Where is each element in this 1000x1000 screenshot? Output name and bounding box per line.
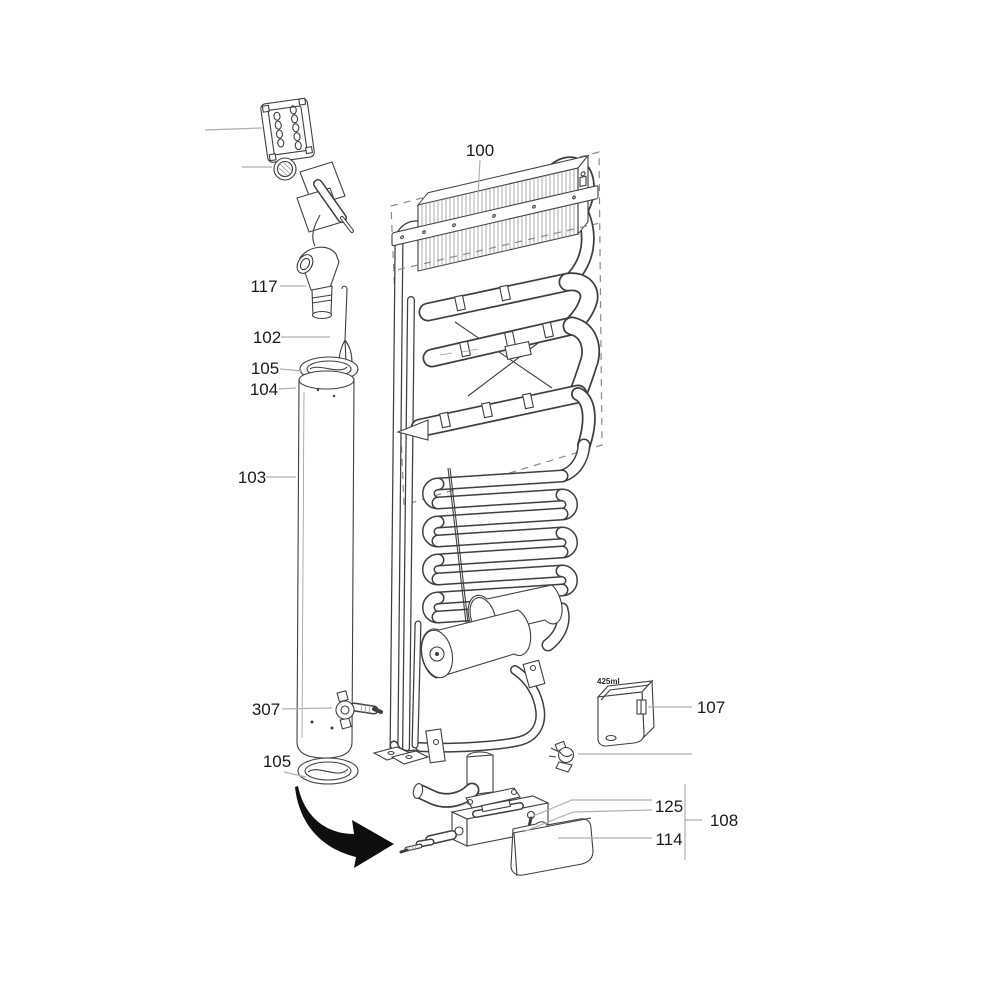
callout-105-bottom: 105 xyxy=(263,752,291,771)
direction-arrow xyxy=(295,786,394,868)
tank-vessels xyxy=(420,584,563,679)
lower-piping xyxy=(372,620,546,765)
terminal-plate xyxy=(204,97,315,163)
callout-117: 117 xyxy=(250,277,277,296)
callout-labels: 100 117 102 105 104 103 307 105 107 125 … xyxy=(238,141,738,849)
callout-104: 104 xyxy=(250,380,278,399)
callout-125: 125 xyxy=(655,797,683,816)
callout-108: 108 xyxy=(710,811,738,830)
group-bracket-108 xyxy=(684,784,702,860)
callout-105-top: 105 xyxy=(251,359,279,378)
clip-fastener xyxy=(548,740,575,773)
callout-103: 103 xyxy=(238,468,266,487)
burner-cover-114 xyxy=(510,817,594,877)
callout-100: 100 xyxy=(466,141,494,160)
igniter-bracket xyxy=(296,161,354,247)
gasket-105-bottom xyxy=(297,757,359,785)
burner-assembly xyxy=(399,751,594,877)
callout-102: 102 xyxy=(253,328,281,347)
mounting-bar xyxy=(391,171,599,247)
condensate-container-107 xyxy=(596,679,655,747)
callout-307: 307 xyxy=(252,700,280,719)
cooling-unit-assembly xyxy=(372,154,601,765)
callout-107: 107 xyxy=(697,698,725,717)
evaporator-section xyxy=(396,272,601,452)
thermo-fitting-307 xyxy=(335,690,383,730)
callout-lines xyxy=(266,159,702,860)
condenser-fins xyxy=(391,154,599,272)
flue-deflector-117 xyxy=(296,246,340,320)
capacity-label: 425ml xyxy=(597,677,620,686)
grommet xyxy=(242,157,297,181)
callout-114: 114 xyxy=(655,830,682,849)
